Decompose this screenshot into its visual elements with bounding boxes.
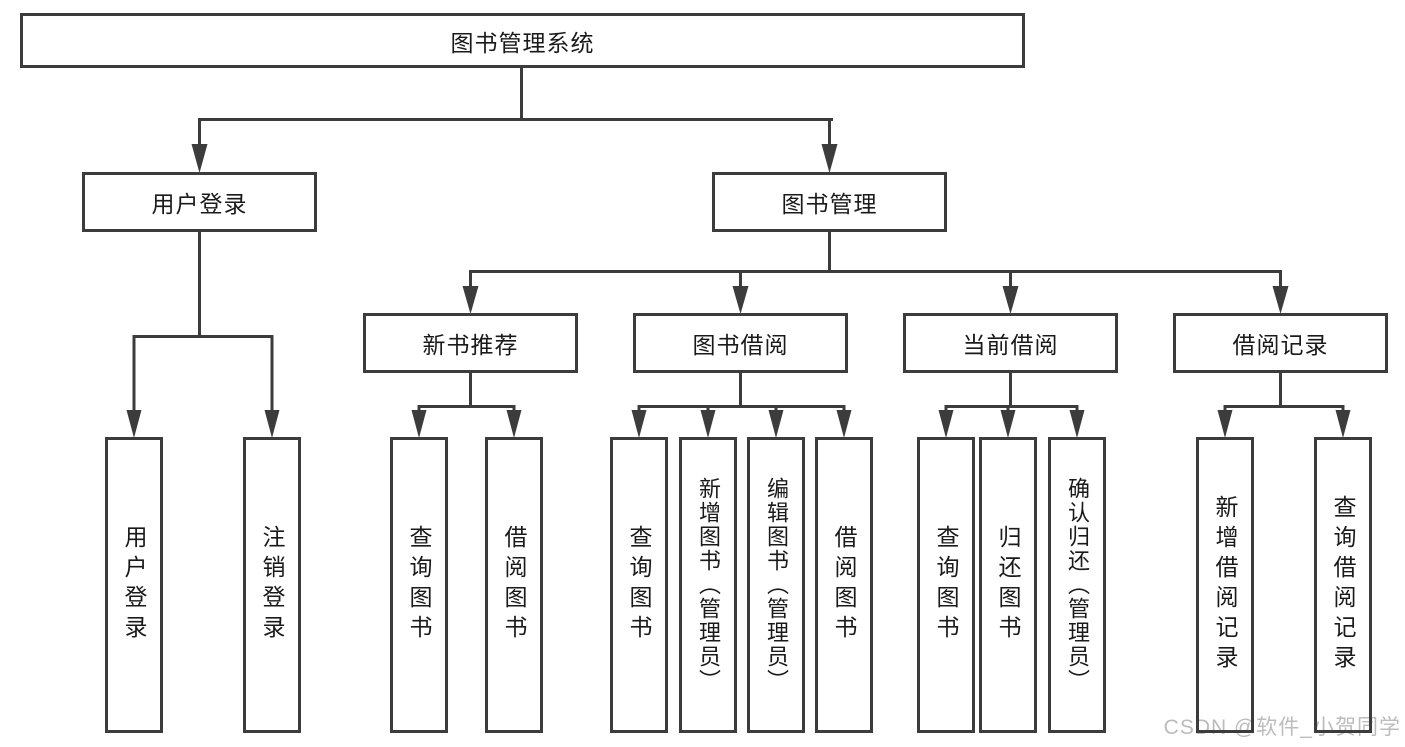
- leaf-borrowing-borrow-book: 借阅图书: [815, 437, 873, 733]
- leaf-return-book: 归还图书: [979, 437, 1037, 733]
- leaf-confirm-return-admin: 确认归还（管理员）: [1048, 437, 1106, 733]
- leaf-add-borrow-record: 新增借阅记录: [1196, 437, 1254, 733]
- node-book-borrowing: 图书借阅: [633, 313, 848, 373]
- leaf-query-borrow-record: 查询借阅记录: [1314, 437, 1372, 733]
- node-book-management: 图书管理: [712, 172, 947, 232]
- leaf-user-login: 用户登录: [105, 437, 163, 733]
- node-borrowing-records: 借阅记录: [1173, 313, 1388, 373]
- leaf-recommend-query-book: 查询图书: [390, 437, 448, 733]
- leaf-edit-book-admin: 编辑图书（管理员）: [747, 437, 805, 733]
- leaf-add-book-admin: 新增图书（管理员）: [679, 437, 737, 733]
- arrowhead-icon: [126, 144, 1351, 438]
- node-new-book-recommend: 新书推荐: [363, 313, 578, 373]
- leaf-logout: 注销登录: [243, 437, 301, 733]
- leaf-recommend-borrow-book: 借阅图书: [485, 437, 543, 733]
- leaf-current-query-book: 查询图书: [917, 437, 975, 733]
- csdn-watermark: CSDN @软件_小贺同学: [1163, 716, 1401, 739]
- node-current-borrowing: 当前借阅: [903, 313, 1118, 373]
- leaf-borrowing-query-book: 查询图书: [610, 437, 668, 733]
- node-root-library-system: 图书管理系统: [20, 13, 1025, 68]
- node-user-login: 用户登录: [82, 172, 317, 232]
